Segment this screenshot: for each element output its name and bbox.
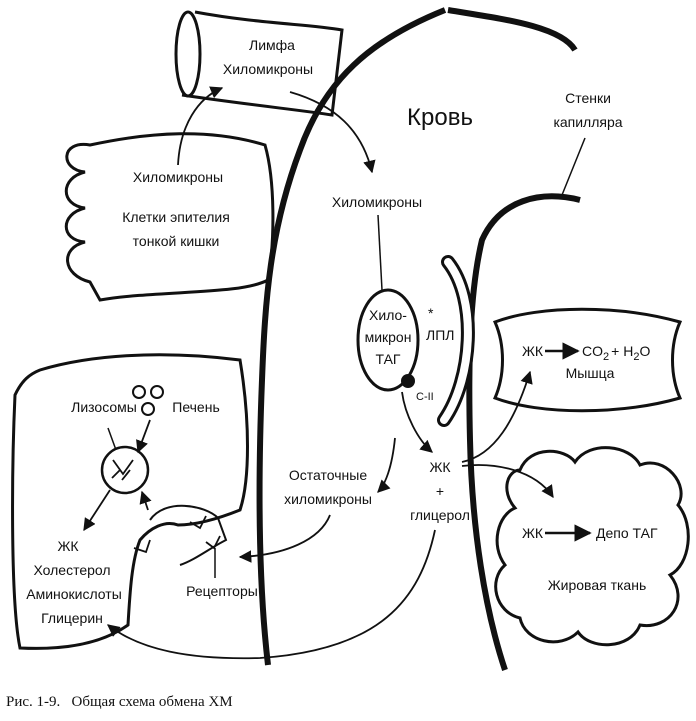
lymph-label-line2: Хиломикроны <box>223 61 313 77</box>
arrow-lymph-to-blood <box>289 91 376 174</box>
muscle-cell: ЖК CO2+ H2O Мышца <box>492 307 683 413</box>
lysosome-2 <box>150 385 164 399</box>
arrow-lysosome-to-endosome <box>136 419 151 454</box>
apo-c2-dot <box>401 374 415 388</box>
liver-cell: Лизосомы Печень ЖК Холестерол Аминокисло… <box>11 353 249 650</box>
liver-fa-label: ЖК <box>57 538 79 554</box>
arrow-glycerol-to-liver <box>107 529 436 660</box>
caption-text: Общая схема обмена ХМ <box>71 694 233 710</box>
capillary-wall-top <box>447 7 578 52</box>
receptor-markers <box>133 515 221 554</box>
arrow-fa-to-muscle <box>461 370 533 463</box>
intestine-cells-label-line1: Клетки эпителия <box>122 209 230 225</box>
liver-cholesterol-label: Холестерол <box>33 562 110 578</box>
muscle-fa-label: ЖК <box>522 343 544 359</box>
muscle-label: Мышца <box>566 365 615 381</box>
adipose-tissue-label: Жировая ткань <box>548 577 647 593</box>
lpl-star: * <box>428 305 434 321</box>
arrow-endosome-to-products <box>83 489 111 532</box>
lysosome-1 <box>132 385 146 399</box>
remnant-label-line1: Остаточные <box>289 467 367 483</box>
arrow-to-remnants <box>377 437 396 493</box>
intestine-chylomicrons-label: Хиломикроны <box>133 169 223 185</box>
endosome <box>100 445 150 495</box>
adipose-fa-label: ЖК <box>522 525 544 541</box>
adipose-tissue: ЖК Депо ТАГ Жировая ткань <box>494 446 690 647</box>
liver-aminoacids-label: Аминокислоты <box>26 586 122 602</box>
arrow-intestine-to-lymph <box>177 86 224 166</box>
capillary-label-line1: Стенки <box>565 90 611 106</box>
intestine-epithelium-cell: Хиломикроны Клетки эпителия тонкой кишки <box>64 132 275 302</box>
blood-vessel-wall-left <box>256 7 447 666</box>
apo-c2-label: С-II <box>416 391 434 403</box>
capillary-label-line2: капилляра <box>553 114 622 130</box>
arrow-remnants-to-receptors <box>238 514 331 563</box>
hydrolysis-glycerol-label: глицерол <box>410 507 470 523</box>
hydrolysis-fa-label: ЖК <box>429 459 451 475</box>
lymph-label-line1: Лимфа <box>249 37 295 53</box>
receptors-label: Рецепторы <box>186 583 258 599</box>
figure-caption: Рис. 1-9. Общая схема обмена ХМ <box>6 694 233 711</box>
capillary-wall-right <box>466 193 581 671</box>
chylomicron-connector <box>377 214 383 291</box>
lysosomes-label: Лизосомы <box>71 399 137 415</box>
remnant-label-line2: хиломикроны <box>284 491 372 507</box>
liver-glycerin-label: Глицерин <box>41 610 103 626</box>
caption-number: Рис. 1-9. <box>6 694 61 710</box>
arrow-receptor-to-endosome <box>139 490 152 511</box>
chylomicron-label-line1: Хило- <box>369 307 407 323</box>
liver-label: Печень <box>172 399 220 415</box>
blood-label: Кровь <box>407 104 473 131</box>
lysosome-3 <box>141 402 155 416</box>
chylomicron-label-line2: микрон <box>365 329 412 345</box>
hydrolysis-plus-label: + <box>436 483 444 499</box>
intestine-cells-label-line2: тонкой кишки <box>133 233 220 249</box>
muscle-co2-label: CO2+ H2O <box>582 343 650 363</box>
chylomicron-metabolism-diagram: Лимфа Хиломикроны Хиломикроны Клетки эпи… <box>11 7 690 671</box>
arrow-fa-to-adipose <box>461 464 554 499</box>
blood-chylomicrons-label: Хиломикроны <box>332 194 422 210</box>
arrow-hydrolysis <box>401 391 433 453</box>
capillary-label-pointer <box>561 137 586 196</box>
chylomicron-label-line3: ТАГ <box>375 351 400 367</box>
lpl-label: ЛПЛ <box>426 327 454 343</box>
lymph-vessel: Лимфа Хиломикроны <box>174 10 344 117</box>
chylomicron-particle <box>356 288 420 392</box>
adipose-depot-label: Депо ТАГ <box>596 525 658 541</box>
